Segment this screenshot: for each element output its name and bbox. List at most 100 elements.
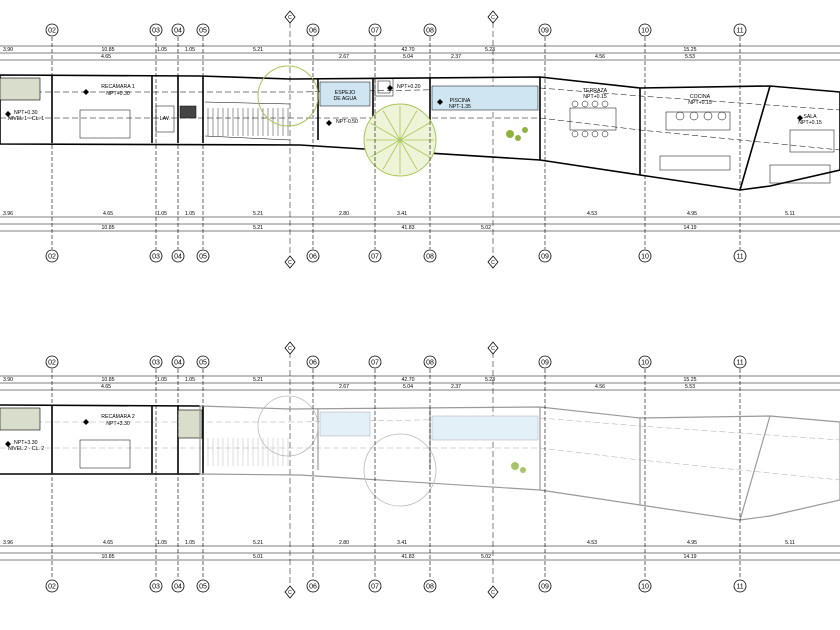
grid-label: 11 [736,28,743,35]
dimension-value: 5.04 [403,54,413,60]
section-marker [487,341,499,355]
grid-bubble [733,355,747,369]
grid-label: 11 [736,254,743,261]
level-cocina: NPT+0.15 [688,100,712,106]
grid-label: 04 [174,584,182,591]
grid-bubble [171,23,185,37]
dimension-value: 10.85 [102,47,115,53]
dimension-value: 5.21 [253,540,263,546]
section-marker-label: C [491,15,495,21]
level-left: NPT+0.30 [14,110,38,116]
dimension-value: 3.96 [3,540,13,546]
grid-bubble [196,249,210,263]
dimension-value: 5.21 [253,211,263,217]
dimension-value: 4.65 [101,54,111,60]
grid-label: 10 [641,254,649,261]
dimension-value: 5.11 [785,540,795,546]
dimension-value: 1.05 [185,47,195,53]
dimension-value: 4.95 [687,211,697,217]
dimension-value: 5.21 [253,47,263,53]
grid-label: 05 [199,254,207,261]
section-marker-label: C [491,346,495,352]
grid-label: 06 [309,360,317,367]
dimension-value: 4.65 [103,211,113,217]
dimension-value: 3.41 [397,211,407,217]
section-marker [284,341,296,355]
dimension-value: 10.85 [102,225,115,231]
dimension-value: 15.25 [684,377,697,383]
dimension-value: 41.83 [402,225,415,231]
dimension-value: 2.37 [451,384,461,390]
label-sala: SALA [803,114,817,120]
grid-bubble [171,249,185,263]
section-marker-label: C [491,260,495,266]
dimension-value: 4.53 [587,211,597,217]
level-recamara-1: NPT+0.30 [106,91,130,97]
grid-label: 08 [426,584,434,591]
grid-label: 04 [174,28,182,35]
dimension-value: 42.70 [402,47,415,53]
grid-label: 03 [152,584,160,591]
grid-label: 02 [48,254,56,261]
dimension-value: 5.23 [485,47,495,53]
grid-bubble [368,249,382,263]
grid-bubble [538,249,552,263]
grid-label: 07 [371,28,379,35]
grid-bubble [423,579,437,593]
section-marker-label: C [288,15,292,21]
dimension-value: 1.05 [185,211,195,217]
dimension-value: 5.53 [685,384,695,390]
grid-bubble [171,355,185,369]
dimension-value: 5.21 [253,377,263,383]
level-piscina: NPT-1.35 [449,104,471,110]
grid-bubble [368,355,382,369]
dimension-value: 15.25 [684,47,697,53]
section-marker [284,255,296,269]
level-sala: NPT+0.15 [798,120,822,126]
grid-label: 08 [426,28,434,35]
grid-bubble [423,23,437,37]
section-marker-label: C [288,346,292,352]
grid-label: 10 [641,28,649,35]
grid-bubble [149,355,163,369]
dimension-value: 14.19 [684,225,697,231]
tree-spoke [382,110,401,141]
dimension-value: 1.05 [185,377,195,383]
dimension-value: 1.05 [185,540,195,546]
dimension-value: 14.19 [684,554,697,560]
grid-label: 07 [371,360,379,367]
dimension-value: 5.53 [685,54,695,60]
plan-level-1: RECÁMARA 1 NPT+0.30 ESPEJO DE AGUA NPT-0… [0,22,840,260]
grid-bubble [196,23,210,37]
grid-label: 05 [199,360,207,367]
grid-label: 08 [426,360,434,367]
section-marker [487,10,499,24]
dimension-value: 3.90 [3,47,13,53]
dimension-value: 5.01 [253,554,263,560]
grid-bubble [149,579,163,593]
grid-label: 03 [152,254,160,261]
dimension-value: 5.11 [785,211,795,217]
dimension-value: 1.05 [157,377,167,383]
grid-label: 11 [736,360,743,367]
grid-label: 06 [309,28,317,35]
dimension-value: 1.05 [157,211,167,217]
grid-label: 11 [736,584,743,591]
dimension-value: 10.85 [102,377,115,383]
tree-spoke [370,122,401,141]
grid-label: 06 [309,254,317,261]
dimension-value: 2.67 [339,384,349,390]
section-marker [487,585,499,599]
grid-label: 07 [371,254,379,261]
grid-bubble [638,249,652,263]
dimension-value: 1.05 [157,47,167,53]
grid-label: 10 [641,360,649,367]
tree-spoke [399,139,418,170]
grid-bubble [538,579,552,593]
grid-label: 09 [541,584,549,591]
label-piscina: PISCINA [450,98,471,104]
grid-label: 09 [541,28,549,35]
dimension-value: 2.37 [451,54,461,60]
grid-bubble [306,579,320,593]
grid-bubble [45,579,59,593]
